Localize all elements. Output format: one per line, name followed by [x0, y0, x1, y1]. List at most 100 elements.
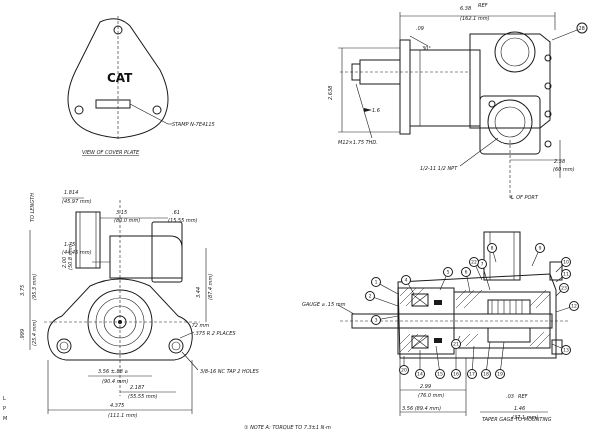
bolt-dim: 2.187	[130, 385, 145, 391]
cover-plate-bolt-hole	[74, 105, 84, 115]
bearing-cross	[411, 293, 429, 307]
callout-balloon-label: 6	[465, 270, 468, 276]
dim-1814: 1.814	[64, 190, 78, 196]
dim-1814-mm: (45.97 mm)	[62, 199, 92, 205]
pump-body	[409, 49, 481, 127]
tap-leader	[181, 351, 199, 371]
dim-175-mm: (44.45 mm)	[62, 250, 92, 256]
callout-balloon	[451, 339, 461, 349]
outlet-housing	[109, 235, 183, 279]
slot-dim: .72 mm	[190, 323, 209, 329]
slot-callout: .375 R 2 PLACES	[194, 331, 236, 337]
margin-letter: P	[3, 406, 6, 412]
cover-plate-bolt-hole	[152, 105, 162, 115]
callout-balloon	[461, 267, 471, 277]
dim-315: 3.15	[116, 210, 127, 216]
callout-balloon-label: 14	[417, 372, 423, 378]
callout-balloon-label: 17	[469, 372, 475, 378]
mounting-flange	[47, 278, 193, 361]
mounting-flange	[399, 39, 411, 135]
port-bolt-head	[488, 100, 496, 108]
callout-balloon-label: 19	[497, 372, 503, 378]
callout-balloon-label: 7	[481, 262, 484, 268]
callout-balloon-label: 13	[563, 348, 569, 354]
dim-61-mm: (15.55 mm)	[168, 218, 198, 224]
callout-balloon	[469, 257, 479, 267]
front-view: 1.814 (45.97 mm) TO LENGTH 3.15 (80.0 mm…	[20, 190, 260, 419]
dim-arrow	[364, 108, 372, 112]
stamp-area	[95, 99, 131, 109]
dim-61: .61	[172, 210, 180, 216]
callout-balloon	[371, 277, 381, 287]
bearing-bottom	[411, 335, 429, 349]
mounting-hole-thread	[59, 341, 69, 351]
housing-bolt-head	[544, 54, 552, 62]
callout-balloon-label: 10	[563, 260, 569, 266]
callout-balloon	[561, 257, 571, 267]
callout-balloon-label: 15	[437, 372, 443, 378]
callout-balloon	[535, 243, 545, 253]
seal	[434, 338, 442, 343]
callout-balloon	[443, 267, 453, 277]
margin-letter: L	[3, 396, 6, 402]
dim-200-mm: (50.8 mm)	[68, 244, 74, 270]
callout-balloon-label: 23	[561, 286, 567, 292]
port-thread-callout: 1/2-11 1/2 NPT	[420, 166, 458, 172]
stamp-leader	[129, 103, 169, 125]
callout-balloon-label: 1	[375, 280, 378, 286]
callout-balloon	[399, 365, 409, 375]
width-mm: (111.1 mm)	[108, 413, 138, 419]
housing-bolt-head	[544, 82, 552, 90]
side-view: 6.38 REF (162.1 mm) .09 30° 28	[328, 3, 588, 201]
callout-balloon	[371, 315, 381, 325]
lower-port-boss	[487, 99, 533, 145]
dim-356: 3.56 (89.4 mm)	[402, 406, 441, 412]
callout-balloon-label: 18	[483, 372, 489, 378]
end-bolt	[549, 261, 563, 281]
end-bolt	[551, 339, 563, 355]
cat-logo: CAT	[107, 71, 133, 85]
upper-port-boss	[494, 31, 536, 73]
section-port-neck	[483, 231, 521, 281]
callout-balloon	[495, 369, 505, 379]
callout-balloon	[569, 301, 579, 311]
port-offset-value: 2.38	[554, 159, 565, 165]
dim-146-mm: (37.1 mm)	[512, 415, 538, 421]
dim-09: .09	[416, 26, 424, 32]
callout-balloon	[467, 369, 477, 379]
dim-299-mm: (76.0 mm)	[418, 393, 444, 399]
angle-leader	[409, 35, 429, 47]
cover-plate-view: CAT STAMP N-7E4115 VIEW OF COVER PLATE	[67, 16, 215, 156]
dim-03: .03	[506, 394, 514, 400]
port-thread-leader	[459, 137, 499, 167]
pump-housing	[469, 33, 551, 129]
impeller-housing	[453, 291, 551, 349]
impeller-upper	[487, 299, 531, 315]
torque-note: ① NOTE A: TORQUE TO 7.3±1 N·m	[244, 425, 331, 431]
overall-length-value: 6.38	[460, 6, 471, 12]
callout-balloon	[415, 369, 425, 379]
lower-port-bore	[494, 106, 526, 138]
callout-balloon-label: 12	[571, 304, 577, 310]
section-view: GAUGE ⌀ .15 mm 2.99 (76.0 mm) 3.56 (89.4…	[302, 231, 579, 423]
dim-344-mm: (87.4 mm)	[208, 274, 214, 300]
width-value: 4.375	[110, 403, 124, 409]
balloon-28-label: 28	[579, 26, 585, 32]
callout-balloon-label: 16	[453, 372, 459, 378]
dim-to-length: TO LENGTH	[30, 193, 36, 222]
dim-315-mm: (80.0 mm)	[114, 218, 140, 224]
port-offset-mm: (60 mm)	[553, 167, 575, 173]
housing-bolt-head	[544, 110, 552, 118]
dim-999: .999	[20, 329, 26, 340]
mounting-hole	[56, 338, 72, 354]
bolt-dim-mm: (55.55 mm)	[128, 394, 158, 400]
tap-callout: 3/8-16 NC TAP 2 HOLES	[200, 369, 260, 375]
overall-length-mm: (162.1 mm)	[460, 16, 490, 22]
lower-port-block	[479, 95, 541, 155]
callout-balloon	[365, 291, 375, 301]
impeller-lower	[487, 327, 531, 343]
cover-plate-view-label: VIEW OF COVER PLATE	[82, 150, 140, 156]
dim-375: 3.75	[20, 285, 26, 296]
bore-dim: 3.56 ±.88 ⌀	[98, 369, 127, 375]
